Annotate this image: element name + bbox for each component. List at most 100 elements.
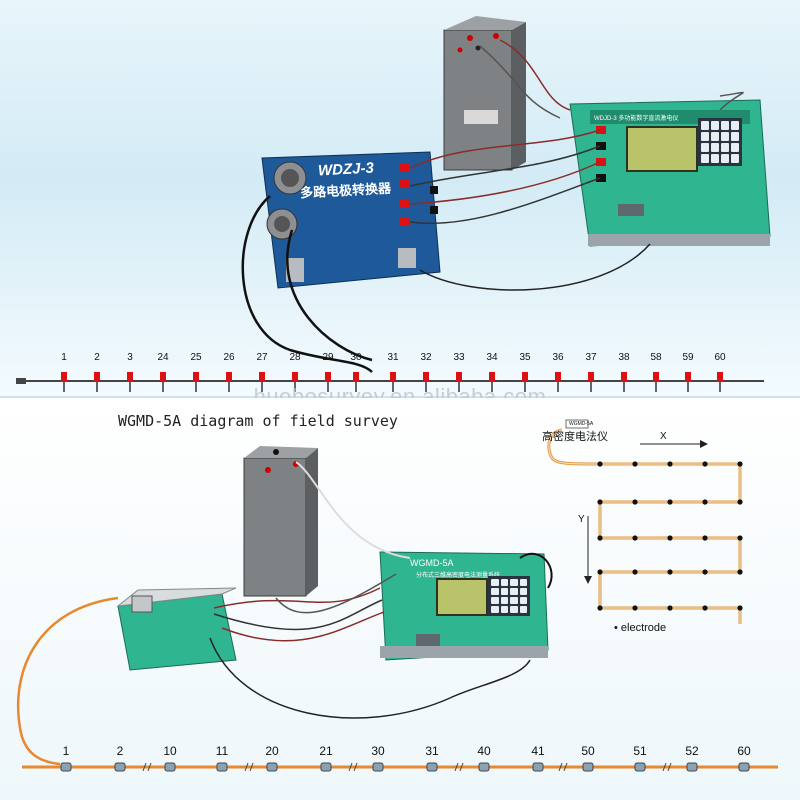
- host-terminals: [596, 126, 606, 182]
- electrode-label: 51: [633, 744, 647, 758]
- cable-break-mark: [142, 762, 152, 772]
- grid-electrode-dot: [597, 499, 603, 505]
- cable-break-mark: [558, 762, 568, 772]
- host-model-label: WGMD-5A: [410, 558, 454, 568]
- electrode-label: 27: [256, 352, 268, 363]
- bottom-illustration: [16, 419, 778, 772]
- grid-electrode-dot: [667, 461, 673, 467]
- electrode-label: 41: [531, 744, 545, 758]
- bottom-electrodes: [60, 762, 750, 772]
- host-keypad: [698, 118, 742, 166]
- grid-electrode-dot: [702, 461, 708, 467]
- host-name-label: 分布式三维高密度电法测量系统: [416, 573, 501, 579]
- electrode-label: 11: [215, 744, 229, 758]
- grid-electrode-dot: [667, 499, 673, 505]
- electrode-marker: [423, 372, 429, 382]
- electrode-label: 25: [190, 352, 202, 363]
- electrode-label: 2: [94, 352, 100, 363]
- electrode-marker: [372, 762, 384, 772]
- electrode-label: 60: [737, 744, 751, 758]
- electrode-label: 21: [319, 744, 333, 758]
- electrode-label: 20: [265, 744, 279, 758]
- electrode-label: 58: [650, 352, 662, 363]
- electrode-marker: [588, 372, 594, 382]
- electrode-marker: [259, 372, 265, 382]
- electrode-label: 40: [477, 744, 491, 758]
- electrode-label: 38: [618, 352, 630, 363]
- inset-badge: WGMD-5A: [569, 421, 594, 427]
- electrode-label: 1: [62, 744, 70, 758]
- electrode-label: 31: [387, 352, 399, 363]
- grid-electrode-dot: [702, 605, 708, 611]
- electrode-marker: [193, 372, 199, 382]
- grid-electrode-dot: [667, 569, 673, 575]
- electrode-marker: [320, 762, 332, 772]
- electrode-marker: [292, 372, 298, 382]
- electrode-marker: [226, 372, 232, 382]
- electrode-marker: [532, 762, 544, 772]
- bottom-panel: WGMD-5A diagram of field survey: [0, 398, 800, 800]
- electrode-marker: [738, 762, 750, 772]
- electrode-marker: [634, 762, 646, 772]
- inset-title: 高密度电法仪: [542, 431, 608, 443]
- survey-grid-inset: [547, 419, 743, 624]
- electrode-marker: [555, 372, 561, 382]
- grid-electrode-dot: [737, 569, 743, 575]
- electrode-label: 24: [157, 352, 169, 363]
- grid-electrode-dot: [702, 499, 708, 505]
- switcher-terminals: [400, 164, 438, 226]
- electrode-marker: [216, 762, 228, 772]
- electrode-marker: [164, 762, 176, 772]
- electrode-label: 10: [163, 744, 177, 758]
- electrode-marker: [582, 762, 594, 772]
- electrode-legend: • electrode: [614, 622, 667, 634]
- host-screen: [436, 578, 488, 616]
- grid-electrode-dot: [597, 461, 603, 467]
- electrode-label: 37: [585, 352, 597, 363]
- electrode-marker: [127, 372, 133, 382]
- electrode-marker: [686, 762, 698, 772]
- top-electrodes: [61, 372, 723, 392]
- electrode-label: 29: [322, 352, 334, 363]
- top-illustration: [16, 16, 771, 392]
- electrode-label: 50: [581, 744, 595, 758]
- battery-box: [243, 446, 318, 597]
- electrode-marker: [353, 372, 359, 382]
- distributed-unit: [116, 587, 237, 671]
- electrode-label: 30: [371, 744, 385, 758]
- grid-electrode-dot: [632, 461, 638, 467]
- electrode-label: 60: [714, 352, 726, 363]
- electrode-marker: [522, 372, 528, 382]
- grid-electrode-dot: [737, 499, 743, 505]
- grid-electrode-dot: [702, 569, 708, 575]
- electrode-marker: [621, 372, 627, 382]
- host-model-label: WDJD-3 多功能数字直流激电仪: [594, 116, 679, 122]
- electrode-label: 28: [289, 352, 301, 363]
- grid-electrode-dot: [702, 535, 708, 541]
- electrode-marker: [426, 762, 438, 772]
- cable-break-mark: [348, 762, 358, 772]
- electrode-marker: [114, 762, 126, 772]
- cable-break-mark: [662, 762, 672, 772]
- electrode-label: 2: [116, 744, 124, 758]
- electrode-marker: [717, 372, 723, 382]
- switcher-model: WDZJ-3: [317, 159, 375, 180]
- electrode-label: 26: [223, 352, 235, 363]
- grid-electrode-dot: [632, 569, 638, 575]
- electrode-label: 59: [682, 352, 694, 363]
- electrode-marker: [478, 762, 490, 772]
- electrode-label: 52: [685, 744, 699, 758]
- electrode-marker: [390, 372, 396, 382]
- cable-break-mark: [244, 762, 254, 772]
- electrode-label: 34: [486, 352, 498, 363]
- cables: [241, 39, 744, 373]
- electrode-label: 1: [61, 352, 67, 363]
- electrode-marker: [160, 372, 166, 382]
- y-axis-label: Y: [578, 514, 585, 525]
- grid-electrode-dot: [737, 605, 743, 611]
- grid-electrode-dot: [597, 535, 603, 541]
- host-screen: [626, 126, 698, 172]
- electrode-marker: [489, 372, 495, 382]
- electrode-label: 35: [519, 352, 531, 363]
